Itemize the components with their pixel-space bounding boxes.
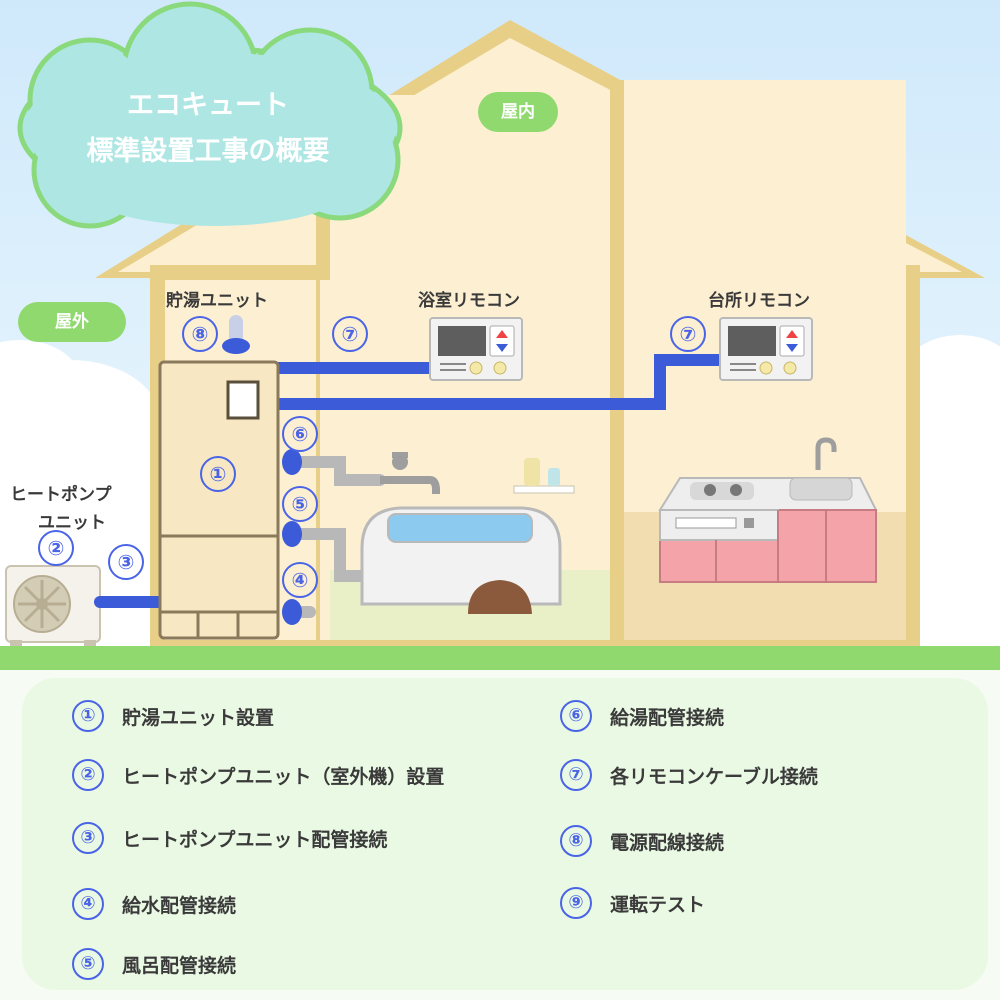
kitchen-remote-device (719, 317, 813, 381)
heat-pump-unit (5, 565, 101, 646)
legend-item-3: ③ ヒートポンプユニット配管接続 (72, 822, 387, 854)
legend-text: 給湯配管接続 (610, 706, 725, 729)
legend-item-9: ⑨ 運転テスト (560, 887, 705, 919)
heat-pump-label-line2: ユニット (38, 513, 106, 533)
legend-number: ⑧ (560, 825, 592, 857)
legend-item-4: ④ 給水配管接続 (72, 888, 236, 920)
legend-text: 運転テスト (610, 893, 706, 916)
legend-text: 貯湯ユニット設置 (122, 706, 275, 729)
kitchen-fixtures (658, 437, 878, 583)
title-line-2: 標準設置工事の概要 (86, 136, 330, 167)
legend-text: ヒートポンプユニット配管接続 (122, 828, 388, 851)
legend-text: 各リモコンケーブル接続 (610, 765, 818, 788)
legend-number: ⑦ (560, 759, 592, 791)
marker-8: ⑧ (182, 316, 218, 352)
marker-3: ③ (108, 544, 144, 580)
marker-1: ① (200, 456, 236, 492)
storage-tank (158, 360, 280, 640)
marker-5: ⑤ (282, 486, 318, 522)
legend-number: ② (72, 759, 104, 791)
legend-text: 風呂配管接続 (122, 954, 237, 977)
kitchen-remote-label: 台所リモコン (708, 291, 810, 311)
tank-unit-label: 貯湯ユニット (166, 291, 268, 311)
legend-item-7: ⑦ 各リモコンケーブル接続 (560, 759, 818, 791)
marker-7-kitchen: ⑦ (670, 316, 706, 352)
marker-2: ② (38, 530, 74, 566)
legend-panel (22, 678, 988, 990)
legend-text: 電源配線接続 (610, 831, 725, 854)
marker-6: ⑥ (282, 416, 318, 452)
legend-item-1: ① 貯湯ユニット設置 (72, 700, 274, 732)
bath-remote-label: 浴室リモコン (418, 291, 520, 311)
heat-pump-label-line1: ヒートポンプ (10, 485, 112, 505)
outdoor-badge: 屋外 (18, 302, 126, 342)
legend-item-2: ② ヒートポンプユニット（室外機）設置 (72, 759, 444, 791)
legend-number: ⑥ (560, 700, 592, 732)
legend-text: 給水配管接続 (122, 894, 237, 917)
title-line-1: エコキュート (127, 90, 289, 121)
background-clouds (0, 335, 1000, 650)
pipe-fittings (222, 338, 302, 625)
legend-number: ① (72, 700, 104, 732)
legend-number: ⑨ (560, 887, 592, 919)
scene (0, 0, 1000, 670)
legend-item-6: ⑥ 給湯配管接続 (560, 700, 724, 732)
house-illustration (0, 0, 1000, 670)
ground (0, 646, 1000, 670)
legend-item-8: ⑧ 電源配線接続 (560, 825, 724, 857)
pipes (94, 315, 728, 618)
legend-number: ③ (72, 822, 104, 854)
legend-number: ⑤ (72, 948, 104, 980)
title-cloud (17, 1, 403, 229)
bath-remote-device (429, 317, 523, 381)
marker-7-bath: ⑦ (332, 316, 368, 352)
legend-text: ヒートポンプユニット（室外機）設置 (122, 765, 445, 788)
marker-4: ④ (282, 562, 318, 598)
legend-item-5: ⑤ 風呂配管接続 (72, 948, 236, 980)
indoor-badge: 屋内 (478, 92, 558, 132)
legend-number: ④ (72, 888, 104, 920)
bathroom-fixtures (360, 452, 575, 614)
